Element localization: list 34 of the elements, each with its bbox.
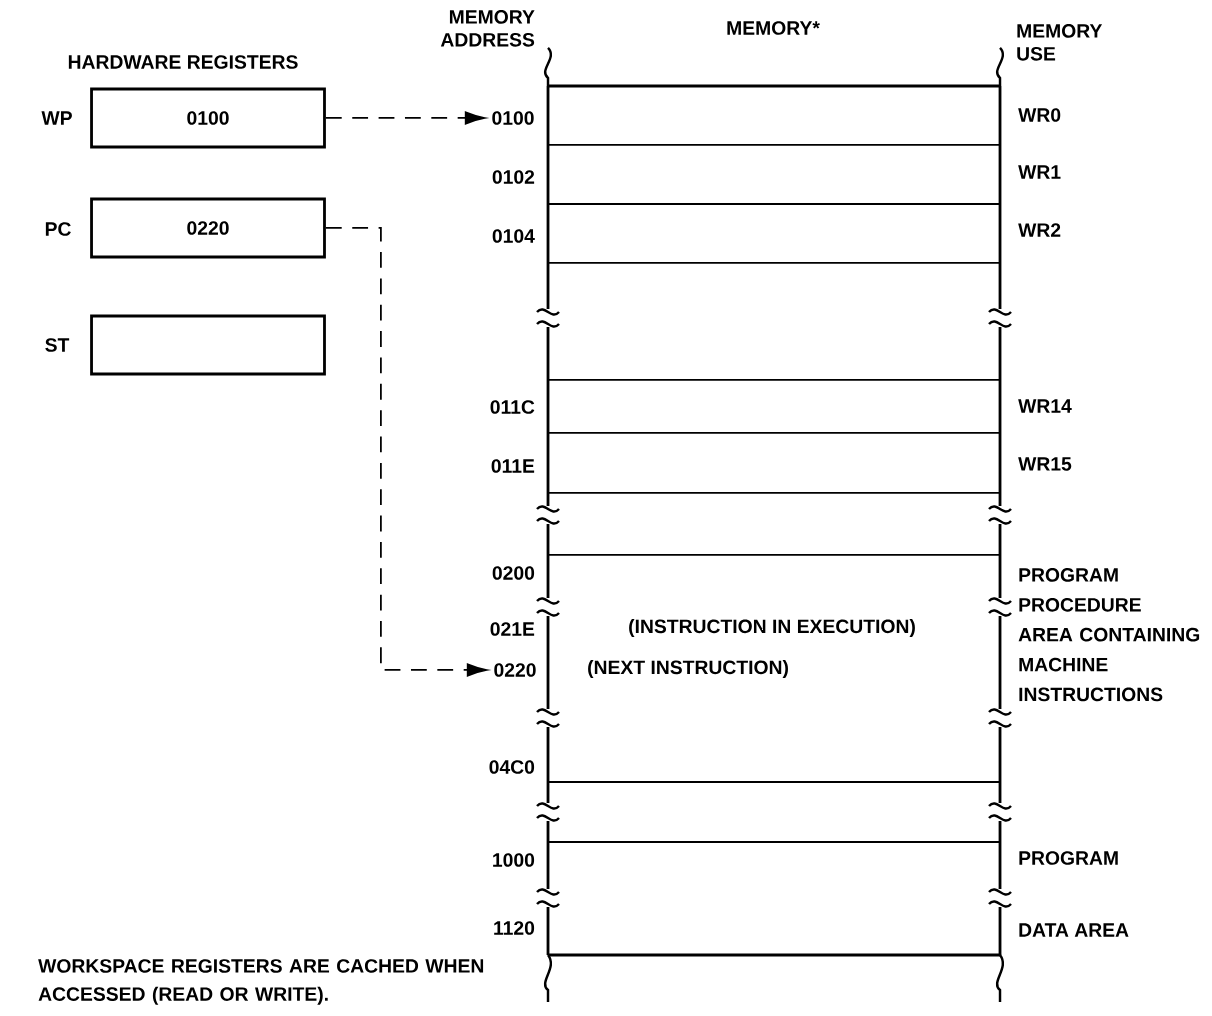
address-label: 0200 <box>492 566 535 580</box>
address-label: 011E <box>491 459 535 473</box>
usage-label: WR2 <box>1018 223 1061 237</box>
column-heading: MEMORY USE <box>1017 24 1103 61</box>
arrow <box>325 111 486 125</box>
usage-label: WR0 <box>1018 108 1061 122</box>
address-label: 021E <box>490 622 535 636</box>
usage-label: WR15 <box>1018 457 1072 471</box>
register-box: 0100 <box>90 87 326 149</box>
address-label: 1120 <box>494 921 535 935</box>
address-label: 0104 <box>492 229 535 243</box>
usage-label: PROGRAM PROCEDURE AREA CONTAINING MACHINE INSTRUCTIONS <box>1018 568 1200 702</box>
address-label: 0220 <box>494 663 536 677</box>
arrow <box>325 227 488 677</box>
column-heading: MEMORY ADDRESS <box>440 10 535 47</box>
address-label: 1000 <box>493 853 535 867</box>
address-label: 04C0 <box>489 760 535 774</box>
usage-label: DATA AREA <box>1019 923 1129 937</box>
footnote: WORKSPACE REGISTERS ARE CACHED WHEN ACCESSED (READ OR WRITE). <box>38 959 484 1005</box>
register-name: WP <box>41 111 72 125</box>
memory-content-text: (INSTRUCTION IN EXECUTION) <box>629 619 915 637</box>
register-name: PC <box>45 222 71 236</box>
memory-content-text: (NEXT INSTRUCTION) <box>588 660 788 678</box>
address-label: 0102 <box>492 170 535 184</box>
register-box <box>90 314 326 376</box>
register-box: 0220 <box>90 197 326 259</box>
column-heading: MEMORY* <box>727 21 820 35</box>
usage-label: WR1 <box>1018 165 1061 179</box>
heading: HARDWARE REGISTERS <box>68 55 298 69</box>
address-label: 0100 <box>492 111 534 125</box>
usage-label: WR14 <box>1018 399 1072 413</box>
address-label: 011C <box>490 400 535 414</box>
register-name: ST <box>45 338 70 352</box>
usage-label: PROGRAM <box>1019 851 1118 865</box>
